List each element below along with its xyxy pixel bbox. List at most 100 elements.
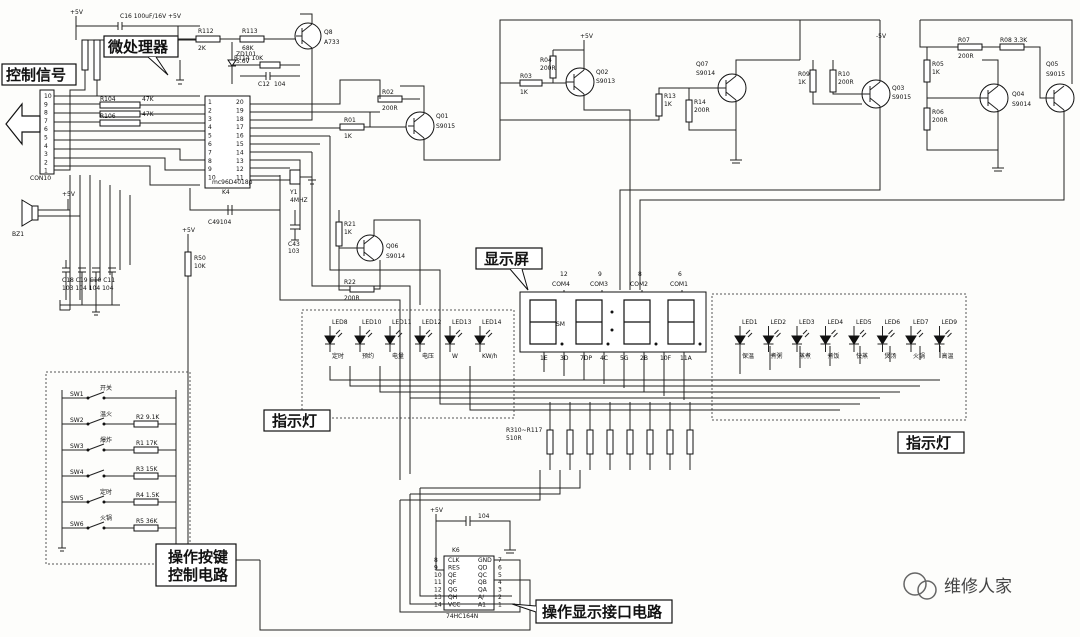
svg-text:LED3: LED3: [799, 319, 815, 326]
ic-pin-left: 9: [208, 166, 212, 173]
svg-text:+5V: +5V: [168, 13, 182, 20]
com-pin-label: COM1: [670, 281, 688, 288]
svg-text:S9015: S9015: [436, 123, 455, 130]
operation-switch: SW4 R3 15K: [62, 466, 176, 480]
svg-text:CON10: CON10: [30, 175, 51, 182]
svg-text:电量: 电量: [392, 352, 404, 360]
capacitor-c43: C43 103: [288, 210, 300, 255]
svg-text:Q02: Q02: [596, 69, 609, 76]
svg-text:-5V: -5V: [876, 33, 887, 40]
capacitor-c16: +5V C16 100uF/16V +5V: [70, 9, 200, 40]
microprocessor-label: 微处理器: [107, 38, 169, 56]
capacitor-c-k6: 104: [435, 513, 516, 571]
svg-text:R104: R104: [100, 96, 116, 103]
resistor-r21: R21 1K: [335, 221, 356, 247]
svg-text:K4: K4: [222, 189, 230, 196]
connector-pin-label: 5: [44, 135, 48, 142]
svg-text:1K: 1K: [344, 133, 353, 140]
com-pin-number: 6: [678, 271, 682, 278]
k6-pin-left: QF: [448, 579, 457, 586]
com-pin-number: 8: [638, 271, 642, 278]
svg-text:SW3: SW3: [70, 443, 84, 450]
svg-text:火锅: 火锅: [913, 352, 925, 360]
svg-text:Q8: Q8: [324, 29, 333, 36]
svg-text:LED10: LED10: [362, 319, 382, 326]
svg-text:1K: 1K: [932, 69, 941, 76]
svg-text:C16 100uF/16V: C16 100uF/16V: [120, 13, 167, 20]
microprocessor-callout: 微处理器: [103, 35, 179, 76]
ic-k4-microcontroller: mc96D4018p K4 12345678910201918171615141…: [204, 95, 253, 196]
capacitor-c12: C12 104: [240, 72, 300, 88]
capacitor-bank-bottom: C18 C19 C10 C11 103 104 104 104: [60, 260, 120, 316]
svg-text:Q03: Q03: [892, 85, 905, 92]
svg-text:预约: 预约: [362, 352, 374, 360]
array-resistor: [606, 402, 614, 470]
transistor-q01: Q01 S9015: [405, 111, 455, 141]
svg-text:定时: 定时: [100, 488, 112, 496]
display-digit: [529, 299, 564, 346]
k6-pin-right: A1: [478, 601, 486, 608]
k6-pin-left: QH: [448, 594, 457, 601]
ic-pin-left: 7: [208, 149, 212, 156]
svg-text:LED4: LED4: [828, 319, 844, 326]
k6-pin-number: 12: [434, 587, 442, 594]
svg-text:SM: SM: [556, 321, 565, 328]
ic-pin-right: 17: [236, 124, 244, 131]
svg-text:R106: R106: [100, 113, 116, 120]
svg-text:SW4: SW4: [70, 469, 84, 476]
resistor-r07: R07 200R: [957, 37, 983, 60]
k6-pin-left: CLK: [448, 557, 461, 564]
svg-text:LED7: LED7: [913, 319, 929, 326]
resistor-r13: R13 1K: [655, 93, 676, 117]
buzzer-bz1: BZ1 +5V: [12, 191, 80, 238]
svg-text:510R: 510R: [506, 435, 522, 442]
indicator-led: LED7 火锅: [905, 319, 929, 360]
svg-text:R08 3.3K: R08 3.3K: [1000, 37, 1028, 44]
svg-text:LED6: LED6: [885, 319, 901, 326]
array-resistor: [586, 402, 594, 470]
ic-pin-right: 19: [236, 107, 244, 114]
keys-label-2: 控制电路: [168, 566, 229, 584]
svg-text:LED8: LED8: [332, 319, 348, 326]
svg-text:LED5: LED5: [856, 319, 872, 326]
svg-text:R13: R13: [664, 93, 676, 100]
svg-text:200R: 200R: [958, 53, 974, 60]
ic-pin-left: 5: [208, 133, 212, 140]
svg-text:R3 15K: R3 15K: [136, 466, 159, 473]
svg-text:煲汤: 煲汤: [885, 352, 897, 360]
svg-text:1K: 1K: [520, 89, 529, 96]
k6-pin-right: QD: [478, 564, 488, 571]
array-resistor: [686, 402, 694, 470]
svg-text:BZ1: BZ1: [12, 231, 24, 238]
transistor-q02: Q02 S9013: [565, 67, 615, 97]
svg-text:ZD101: ZD101: [236, 51, 256, 58]
svg-text:火锅: 火锅: [100, 514, 112, 522]
resistor-r04: R04 200R: [540, 55, 557, 79]
svg-text:R07: R07: [958, 37, 970, 44]
transistor-q06: Q06 S9014: [356, 234, 405, 262]
connector-pin-label: 2: [44, 159, 48, 166]
indicator-left-callout: 指示灯: [263, 409, 331, 432]
k6-pin-right: A/: [478, 594, 485, 601]
watermark: 维修人家: [903, 572, 1012, 600]
svg-text:R112: R112: [198, 28, 214, 35]
svg-text:K6: K6: [452, 547, 460, 554]
svg-text:4MHZ: 4MHZ: [290, 197, 308, 204]
svg-text:R50: R50: [194, 255, 206, 262]
resistor-r06: R06 200R: [923, 107, 948, 131]
resistor-r114: R114 10K: [232, 55, 300, 69]
k6-pin-right: QA: [478, 587, 488, 594]
connector-pin-label: 1: [44, 168, 48, 175]
svg-text:R2 9.1K: R2 9.1K: [136, 414, 160, 421]
svg-text:开关: 开关: [100, 384, 112, 392]
transistor-q07: Q07 S9014: [696, 61, 747, 103]
k6-pin-right: GND: [478, 557, 492, 564]
com-pin-label: COM3: [590, 281, 608, 288]
